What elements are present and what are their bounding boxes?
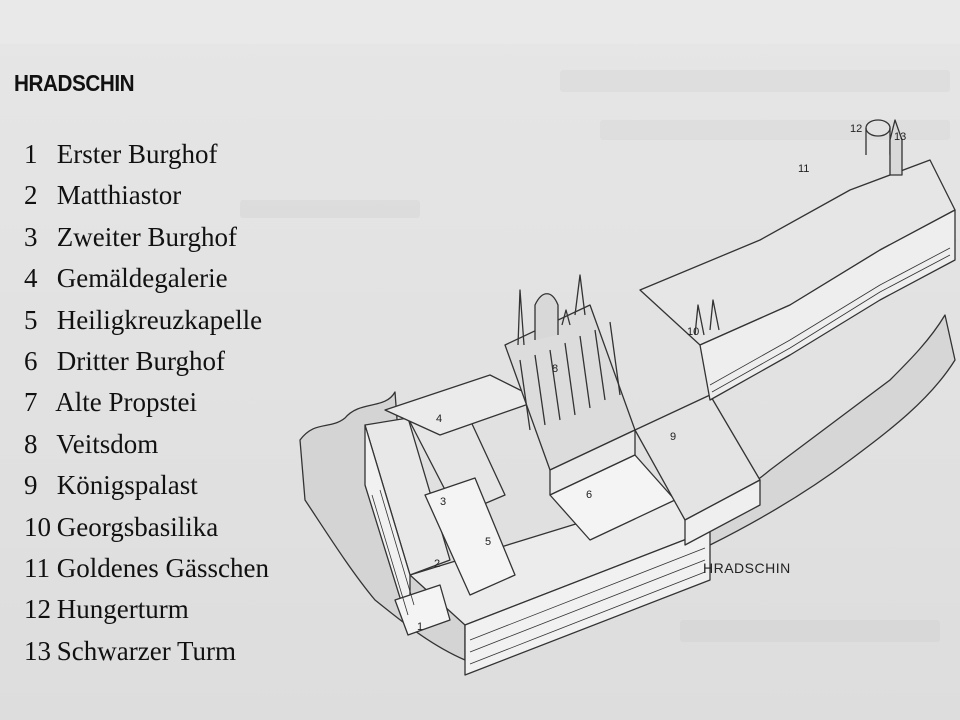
east-range-front bbox=[699, 209, 956, 401]
legend-item: 9 Königspalast bbox=[24, 465, 269, 506]
legend-number: 6 bbox=[24, 345, 38, 376]
page-top-band bbox=[0, 0, 960, 44]
cathedral-tower bbox=[534, 293, 559, 340]
legend-item: 3 Zweiter Burghof bbox=[24, 217, 269, 258]
legend-item: 6 Dritter Burghof bbox=[24, 341, 269, 382]
map-marker: 9 bbox=[670, 431, 676, 443]
basilica-towers bbox=[694, 299, 720, 336]
map-marker: 3 bbox=[440, 496, 446, 508]
legend-name: Georgsbasilika bbox=[56, 511, 219, 542]
legend-number: 3 bbox=[24, 221, 38, 252]
legend-name: Matthiastor bbox=[56, 180, 182, 211]
show-through-text bbox=[680, 620, 940, 642]
cathedral-buttresses bbox=[519, 321, 621, 431]
legend-item: 1 Erster Burghof bbox=[24, 134, 269, 175]
map-marker: 4 bbox=[436, 413, 442, 425]
map-marker: 11 bbox=[798, 163, 809, 175]
map-marker: 5 bbox=[485, 536, 491, 548]
legend-item: 10 Georgsbasilika bbox=[24, 507, 269, 548]
courtyard bbox=[424, 477, 516, 596]
map-marker: 1 bbox=[417, 621, 423, 633]
legend-item: 4 Gemäldegalerie bbox=[24, 258, 269, 299]
legend-name: Alte Propstei bbox=[55, 387, 198, 418]
palace-facade bbox=[684, 479, 761, 546]
legend-item: 13 Schwarzer Turm bbox=[24, 631, 269, 672]
legend-name: Zweiter Burghof bbox=[56, 221, 237, 252]
legend-item: 5 Heiligkreuzkapelle bbox=[24, 300, 269, 341]
castle-illustration: 1 2 3 4 5 6 8 9 10 11 12 13 bbox=[299, 119, 956, 676]
legend-number: 7 bbox=[24, 387, 38, 418]
legend-name: Dritter Burghof bbox=[56, 345, 225, 376]
courtyard bbox=[394, 584, 451, 636]
legend-number: 5 bbox=[24, 304, 38, 335]
legend-number: 4 bbox=[24, 263, 38, 294]
map-marker: 8 bbox=[552, 363, 558, 375]
legend-list: 1 Erster Burghof 2 Matthiastor 3 Zweiter… bbox=[24, 134, 269, 672]
window-rows bbox=[709, 247, 951, 393]
legend-number: 12 bbox=[24, 594, 51, 625]
window-rows bbox=[371, 489, 706, 665]
legend-number: 9 bbox=[24, 470, 38, 501]
legend-item: 12 Hungerturm bbox=[24, 589, 269, 630]
front-wing-facade bbox=[464, 529, 711, 676]
legend-number: 11 bbox=[24, 552, 50, 583]
show-through-text bbox=[560, 70, 950, 92]
show-through-text bbox=[600, 120, 950, 140]
legend-item: 7 Alte Propstei bbox=[24, 382, 269, 423]
legend-item: 11 Goldenes Gässchen bbox=[24, 548, 269, 589]
legend-item: 8 Veitsdom bbox=[24, 424, 269, 465]
legend-name: Heiligkreuzkapelle bbox=[56, 304, 263, 335]
legend-number: 10 bbox=[24, 511, 51, 542]
page-title: HRADSCHIN bbox=[14, 70, 135, 96]
legend-name: Veitsdom bbox=[56, 428, 159, 459]
legend-number: 1 bbox=[24, 139, 38, 169]
legend-number: 2 bbox=[24, 180, 38, 211]
map-marker: 6 bbox=[586, 489, 592, 501]
legend-number: 13 bbox=[24, 635, 51, 666]
legend-name: Schwarzer Turm bbox=[56, 635, 236, 666]
legend-name: Goldenes Gässchen bbox=[56, 552, 269, 583]
map-marker: 13 bbox=[894, 131, 906, 143]
legend-name: Erster Burghof bbox=[56, 139, 218, 169]
hungerturm-tower bbox=[865, 119, 891, 137]
show-through-text bbox=[240, 200, 420, 218]
map-label: HRADSCHIN bbox=[703, 560, 791, 576]
legend-name: Königspalast bbox=[56, 470, 198, 501]
map-marker: 10 bbox=[687, 326, 699, 338]
schwarzer-turm bbox=[889, 119, 903, 176]
legend-number: 8 bbox=[24, 428, 38, 459]
map-marker: 12 bbox=[850, 123, 862, 135]
cathedral-spire bbox=[517, 274, 586, 346]
legend-item: 2 Matthiastor bbox=[24, 175, 269, 216]
map-marker: 2 bbox=[434, 558, 440, 570]
legend-name: Gemäldegalerie bbox=[56, 263, 228, 294]
legend-name: Hungerturm bbox=[56, 594, 189, 625]
